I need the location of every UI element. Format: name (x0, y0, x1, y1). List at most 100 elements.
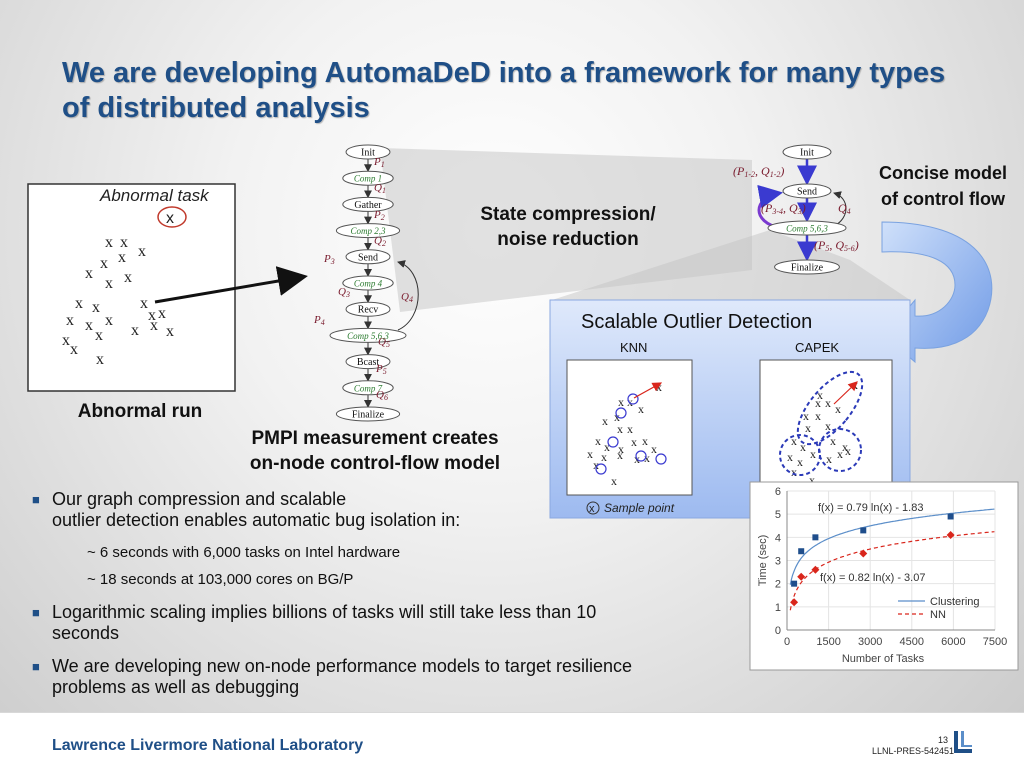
comp-node (335, 223, 401, 239)
data-point: x (120, 234, 128, 251)
data-point (811, 565, 820, 574)
data-point: x (809, 473, 815, 487)
data-point: x (593, 458, 599, 472)
edge-label: Q4 (401, 291, 413, 304)
slide-title: We are developing AutomaDeD into a frame… (62, 57, 946, 124)
data-point: x (158, 305, 166, 322)
data-point: x (148, 307, 156, 324)
data-point: x (62, 332, 70, 349)
node-label: Comp 2,3 (350, 226, 386, 236)
node-label: Comp 5,6,3 (347, 331, 389, 341)
data-point: x (817, 388, 823, 402)
bullet-item: ■ We are developing new on-node performa… (32, 656, 632, 697)
fit-equation: f(x) = 0.79 ln(x) - 1.83 (818, 502, 923, 514)
data-point: x (805, 421, 811, 435)
edge-label: Q1 (374, 182, 386, 195)
llnl-logo-icon (954, 731, 972, 753)
data-point: x (604, 440, 610, 454)
mpi-node (345, 144, 391, 160)
node-label: Init (800, 148, 814, 159)
node-label: Init (361, 148, 375, 159)
footer-bar (0, 712, 1024, 769)
state-label-line-1: State compression/ (480, 204, 656, 225)
data-point: x (124, 269, 132, 286)
x-tick-label: 1500 (816, 636, 840, 648)
data-point: x (587, 447, 593, 461)
data-point: x (131, 322, 139, 339)
x-tick-label: 6000 (941, 636, 965, 648)
data-point (791, 580, 798, 587)
data-point: x (656, 380, 662, 394)
comp-node (342, 275, 394, 291)
data-point: x (825, 396, 831, 410)
abnormal-arrow (154, 266, 308, 304)
x-axis-label: Number of Tasks (842, 653, 925, 665)
data-point: x (800, 440, 806, 454)
node-label: Finalize (791, 263, 824, 274)
data-point: x (845, 444, 851, 458)
data-point: x (815, 396, 821, 410)
data-point: x (100, 255, 108, 272)
data-point (946, 531, 955, 540)
data-point: x (105, 234, 113, 251)
data-point: x (138, 243, 146, 260)
data-point: x (75, 295, 83, 312)
edge-label: Q3 (338, 286, 350, 299)
data-point: x (595, 434, 601, 448)
data-point: x (105, 312, 113, 329)
svg-text:x: x (589, 503, 595, 515)
capek-label: CAPEK (795, 340, 839, 355)
abnormal-run-label: Abnormal run (77, 401, 203, 422)
abnormal-task-title: Abnormal task (99, 186, 210, 205)
data-point: x (830, 434, 836, 448)
zoom-wedge-2 (552, 230, 910, 300)
bullet-item: ■ Logarithmic scaling implies billions o… (32, 602, 597, 643)
lab-name: Lawrence Livermore National Laboratory (52, 737, 364, 754)
comp-node (342, 170, 394, 186)
page-number: 13 (937, 735, 948, 745)
data-point: x (617, 448, 623, 462)
mpi-node (345, 301, 391, 317)
data-point: x (825, 419, 831, 433)
x-tick-label: 0 (784, 636, 790, 648)
data-point: x (852, 378, 858, 392)
data-point: x (842, 440, 848, 454)
sample-point-legend: Sample point (604, 501, 675, 515)
node-label: Finalize (352, 410, 385, 421)
concise-model-label: Concise model of control flow (858, 160, 1024, 212)
fit-equation: f(x) = 0.82 ln(x) - 3.07 (820, 572, 925, 584)
comp-node (329, 327, 407, 343)
legend-label: NN (930, 609, 946, 621)
node-label: Comp 1 (354, 174, 382, 184)
data-point: x (815, 409, 821, 423)
mpi-node (774, 259, 840, 275)
node-label: Recv (358, 305, 379, 316)
edge-label: P4 (313, 314, 325, 327)
data-point: x (627, 422, 633, 436)
data-point: x (638, 402, 644, 416)
data-point: x (651, 442, 657, 456)
data-point (859, 549, 868, 558)
data-point: x (601, 450, 607, 464)
node-label: Send (797, 187, 817, 198)
y-tick-label: 5 (775, 509, 781, 521)
data-point: x (642, 434, 648, 448)
data-point: x (791, 465, 797, 479)
data-point: x (826, 452, 832, 466)
sub-bullet: ~ 6 seconds with 6,000 tasks on Intel ha… (87, 544, 401, 561)
data-point: x (837, 447, 843, 461)
pmpi-label: PMPI measurement creates on-node control… (210, 426, 540, 476)
data-point: x (95, 327, 103, 344)
node-label: Gather (354, 200, 382, 211)
back-edge (397, 260, 419, 331)
mpi-node (782, 144, 832, 160)
node-label: Send (358, 252, 378, 263)
edge-label: P2 (373, 209, 385, 222)
data-point: x (787, 450, 793, 464)
svg-text:x: x (166, 210, 174, 227)
edge-label: Q4 (838, 201, 851, 216)
y-tick-label: 4 (775, 532, 781, 544)
